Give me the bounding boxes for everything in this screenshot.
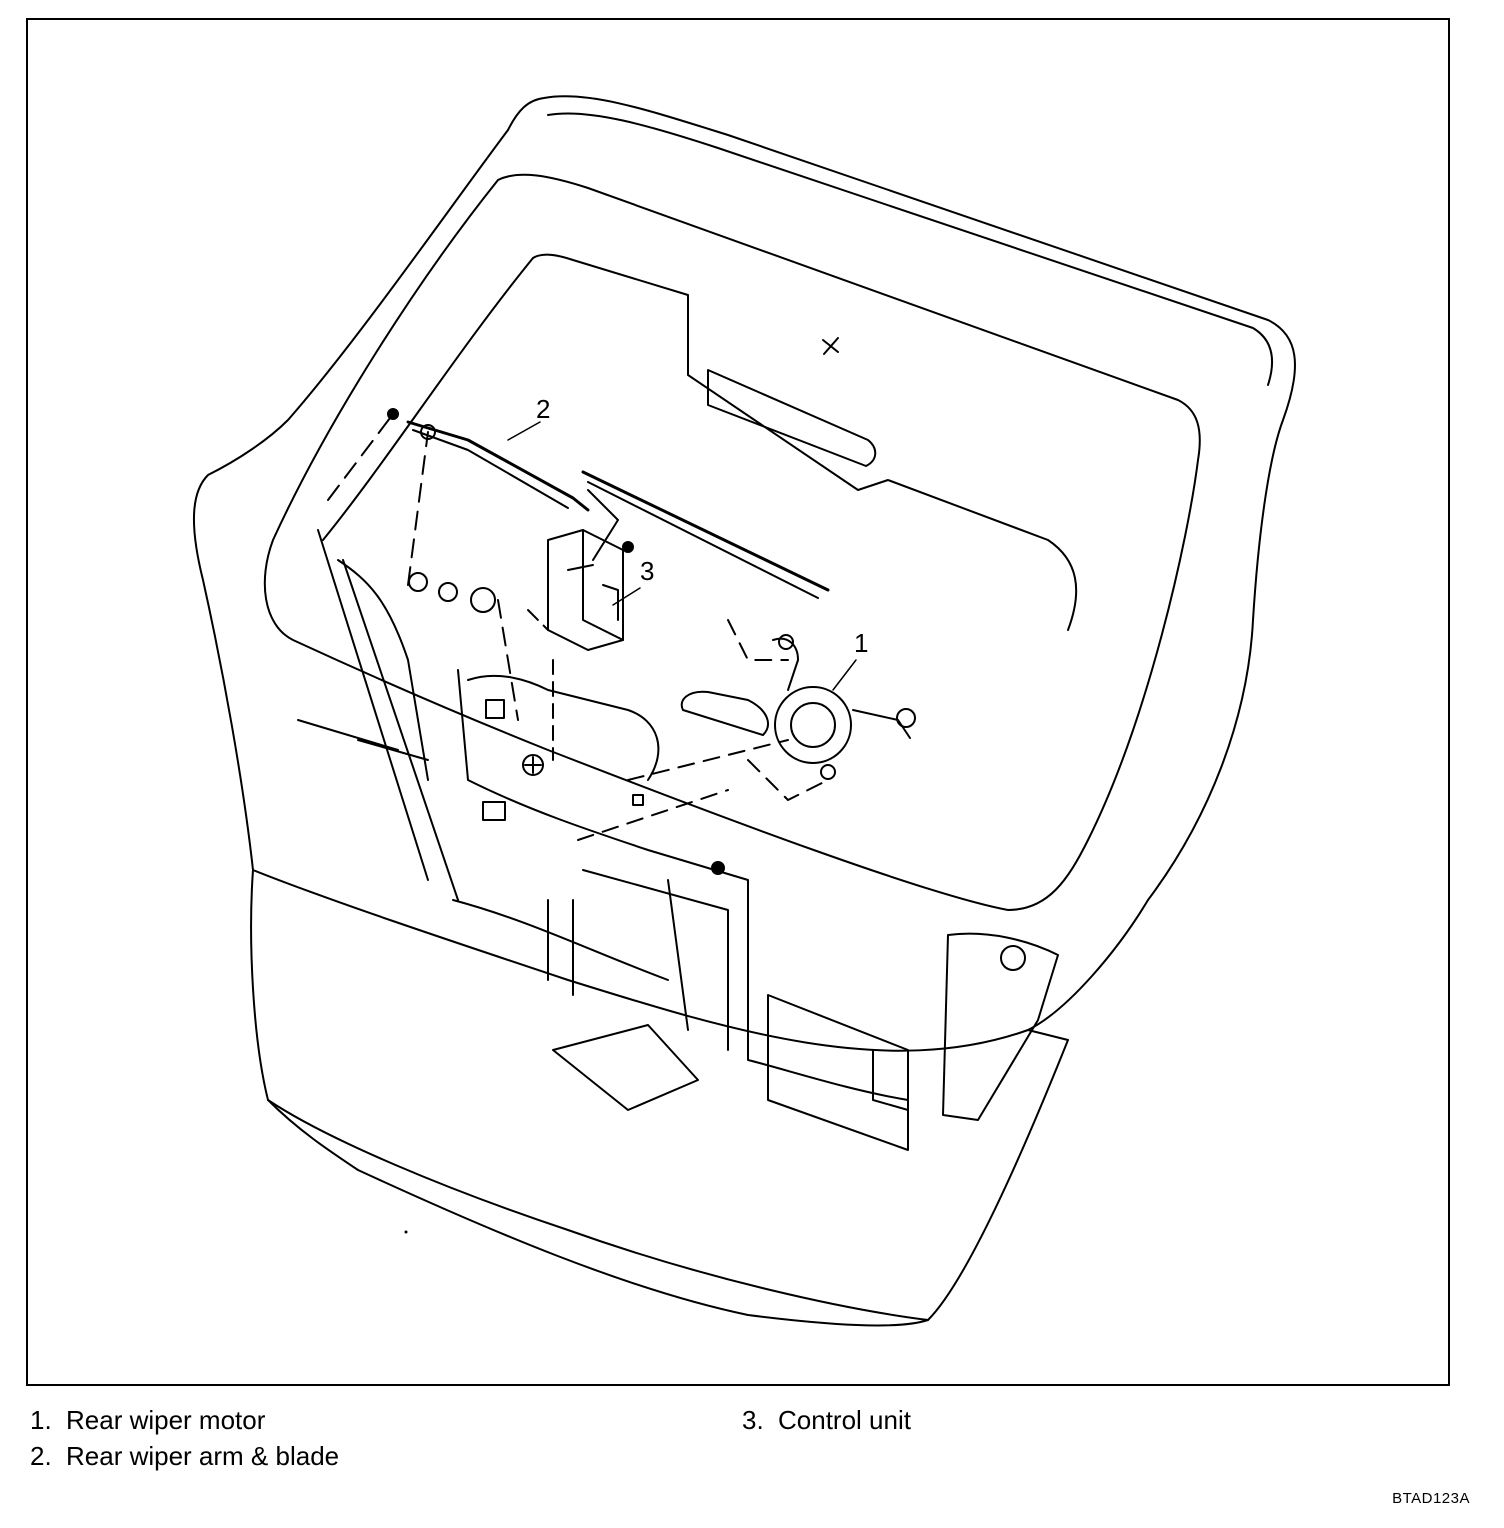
control-unit	[527, 529, 634, 761]
legend-item-1: 1. Rear wiper motor	[30, 1405, 265, 1435]
wiper-arm-and-blade	[387, 408, 830, 599]
svg-text:1: 1	[854, 628, 868, 658]
legend-number: 3.	[742, 1405, 764, 1435]
callout-3: 3	[612, 556, 654, 606]
legend-text: Rear wiper motor	[66, 1405, 266, 1435]
legend-text: Control unit	[778, 1405, 911, 1435]
tailgate-outline	[193, 95, 1296, 1327]
tailgate-diagram: 2 3 1	[193, 95, 1296, 1327]
stop-lamp	[707, 369, 877, 467]
diagram-frame: 2 3 1	[26, 18, 1450, 1386]
washer-set	[327, 413, 519, 721]
callout-1: 1	[832, 628, 868, 691]
wiper-motor	[577, 619, 916, 841]
legend-number: 1.	[30, 1405, 52, 1435]
legend-item-2: 2. Rear wiper arm & blade	[30, 1441, 339, 1471]
legend-number: 2.	[30, 1441, 52, 1471]
legend-item-3: 3. Control unit	[742, 1405, 911, 1435]
legend-text: Rear wiper arm & blade	[66, 1441, 340, 1471]
svg-text:2: 2	[536, 394, 550, 424]
inner-panel	[297, 529, 1059, 1151]
rear-window	[263, 173, 1201, 911]
connectors	[482, 699, 725, 875]
figure-code: BTAD123A	[1392, 1490, 1470, 1507]
svg-text:3: 3	[640, 556, 654, 586]
callout-2: 2	[507, 394, 550, 441]
